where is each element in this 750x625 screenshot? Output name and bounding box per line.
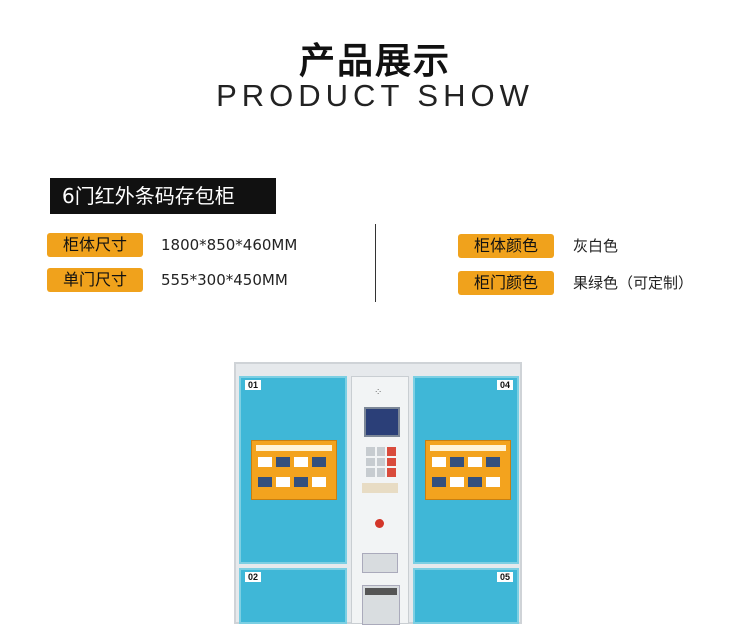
spec-badge-cabinet-color: 柜体颜色 — [458, 234, 554, 258]
notice-plate — [362, 585, 400, 625]
display-screen — [364, 407, 400, 437]
spec-value-cabinet-size: 1800*850*460MM — [161, 236, 298, 254]
door-number: 04 — [496, 380, 513, 390]
spec-value-door-size: 555*300*450MM — [161, 271, 288, 289]
speaker-icon: ⁘ — [374, 387, 383, 398]
door-instruction-label — [251, 440, 337, 500]
locker-door-05: 05 — [413, 568, 519, 624]
red-button-icon — [375, 519, 384, 528]
locker-door-01: 01 — [239, 376, 347, 564]
locker-door-04: 04 — [413, 376, 519, 564]
spec-badge-door-color: 柜门颜色 — [458, 271, 554, 295]
door-number: 02 — [245, 572, 262, 582]
spec-value-door-color: 果绿色（可定制） — [573, 274, 694, 292]
locker-door-02: 02 — [239, 568, 347, 624]
barcode-scanner — [362, 483, 398, 493]
spec-divider — [375, 224, 376, 302]
keypad — [366, 447, 396, 477]
locker-control-panel: ⁘ — [351, 376, 409, 625]
spec-value-cabinet-color: 灰白色 — [573, 237, 619, 255]
page-title-cn: 产品展示 — [298, 41, 451, 82]
door-number: 01 — [245, 380, 262, 390]
spec-badge-cabinet-size: 柜体尺寸 — [47, 233, 143, 257]
spec-badge-door-size: 单门尺寸 — [47, 268, 143, 292]
door-instruction-label — [425, 440, 511, 500]
product-name-banner: 6门红外条码存包柜 — [50, 178, 276, 214]
page-title-en: PRODUCT SHOW — [216, 78, 534, 113]
door-number: 05 — [496, 572, 513, 582]
ticket-slot — [362, 553, 398, 573]
